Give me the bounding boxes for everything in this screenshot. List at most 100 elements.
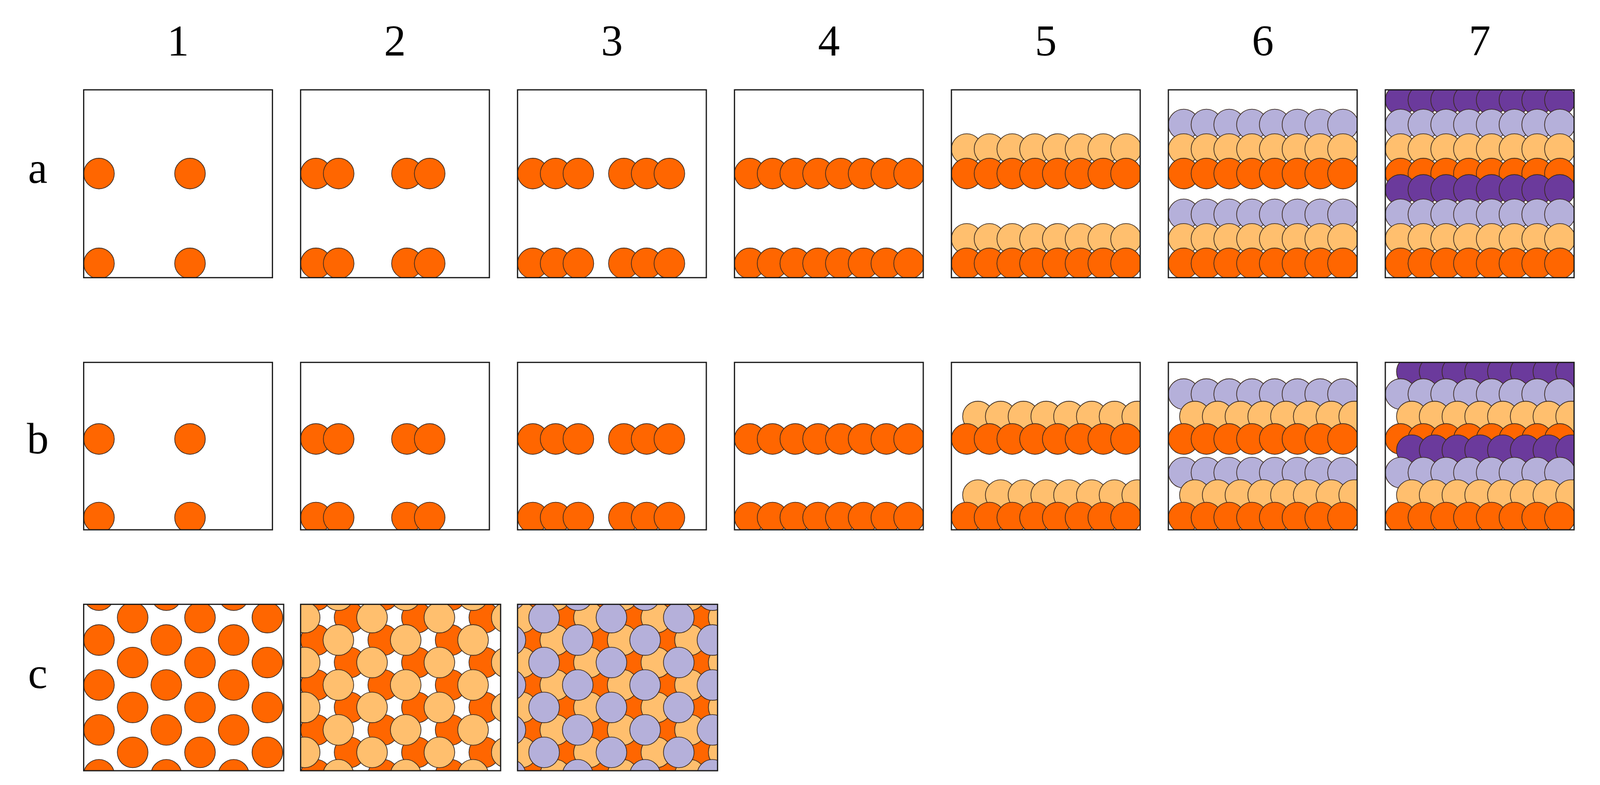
atom <box>1110 502 1141 530</box>
atom <box>414 248 445 278</box>
atom <box>563 248 594 278</box>
atom <box>174 248 206 278</box>
panel-frame <box>83 362 273 530</box>
atom <box>322 669 354 701</box>
atom <box>356 647 388 679</box>
atom <box>356 737 388 768</box>
atom <box>595 604 627 633</box>
atom <box>323 423 355 455</box>
panel-frame <box>300 604 501 771</box>
panel-atoms <box>951 133 1141 278</box>
panel-atoms <box>734 423 924 530</box>
atom <box>663 604 695 633</box>
atom <box>517 714 526 745</box>
atom <box>117 692 148 723</box>
panel-ground <box>83 89 273 278</box>
atom <box>517 624 526 656</box>
atom <box>323 248 355 278</box>
atom <box>517 669 526 701</box>
atom <box>893 423 924 455</box>
atom <box>322 759 354 771</box>
atom <box>562 624 593 656</box>
panel-ground <box>300 89 490 278</box>
atom <box>300 737 320 768</box>
atom <box>1110 423 1141 455</box>
atom <box>697 759 718 771</box>
atom <box>117 647 148 679</box>
atom <box>174 158 206 189</box>
atom <box>529 604 560 633</box>
panel-frame <box>517 362 707 530</box>
atom <box>424 647 455 679</box>
panel-frame <box>1168 362 1358 530</box>
atom <box>563 502 594 530</box>
atom <box>218 604 250 611</box>
atom <box>457 624 489 656</box>
atom <box>151 604 182 611</box>
atom <box>562 669 593 701</box>
panel-atoms <box>1168 378 1358 530</box>
atom <box>251 737 283 768</box>
atom <box>629 624 661 656</box>
row-letter: b <box>26 416 49 461</box>
panel-ground <box>83 362 273 530</box>
atom <box>697 624 718 656</box>
atom <box>184 737 216 768</box>
atom <box>390 669 422 701</box>
atom <box>300 604 320 633</box>
atom <box>184 604 216 633</box>
panel-atoms <box>300 604 501 771</box>
atom <box>83 248 115 278</box>
atom <box>83 423 115 455</box>
atom <box>1544 502 1575 530</box>
panel-atoms <box>517 604 718 771</box>
atom <box>424 604 455 633</box>
panel-frame <box>300 362 490 530</box>
panel-frame <box>951 89 1141 278</box>
atom <box>151 714 182 745</box>
atom <box>517 759 526 771</box>
atom <box>390 604 422 611</box>
atom <box>251 647 283 679</box>
panel-atoms <box>1168 109 1358 278</box>
atom <box>595 737 627 768</box>
panel-atoms <box>1385 362 1575 530</box>
atom <box>529 737 560 768</box>
atom <box>893 502 924 530</box>
atom <box>117 604 148 633</box>
panel-atoms <box>83 604 284 771</box>
panel-frame <box>734 362 924 530</box>
atom <box>322 624 354 656</box>
atom <box>174 502 206 530</box>
atom <box>184 692 216 723</box>
panel-atoms <box>734 158 924 278</box>
atom <box>322 714 354 745</box>
atom <box>563 158 594 189</box>
panel-frame <box>517 604 718 771</box>
atom <box>1327 158 1358 189</box>
column-number: 3 <box>601 19 623 63</box>
atom <box>654 502 685 530</box>
atom <box>151 759 182 771</box>
atom <box>1327 423 1358 455</box>
atom <box>300 692 320 723</box>
atom <box>654 158 685 189</box>
panel-ground <box>517 89 707 278</box>
column-number: 7 <box>1468 19 1491 63</box>
atom <box>457 714 489 745</box>
atom <box>1327 248 1358 278</box>
panel-ground <box>83 604 284 771</box>
atom <box>1544 248 1575 278</box>
atom <box>893 158 924 189</box>
atom <box>629 669 661 701</box>
panel-atoms <box>1385 89 1575 278</box>
atom <box>697 714 718 745</box>
atom <box>629 604 661 611</box>
column-number: 2 <box>384 19 406 63</box>
atom <box>424 737 455 768</box>
atom <box>83 759 115 771</box>
column-number: 5 <box>1035 19 1057 63</box>
atom <box>491 692 501 723</box>
atom <box>356 604 388 633</box>
atom <box>629 714 661 745</box>
